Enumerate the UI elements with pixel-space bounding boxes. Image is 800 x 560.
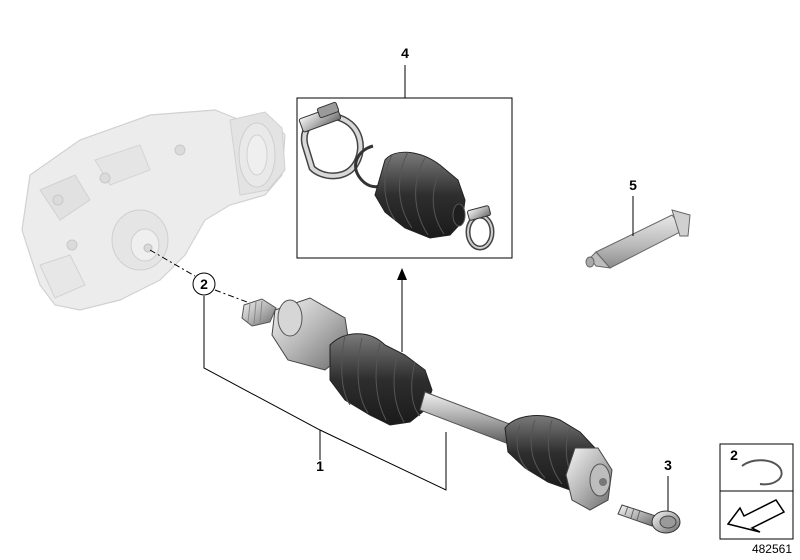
kit-arrow bbox=[397, 268, 407, 352]
label-part-1: 1 bbox=[316, 458, 324, 474]
label-part-5: 5 bbox=[629, 177, 637, 193]
label-part-4: 4 bbox=[401, 45, 409, 61]
boot bbox=[374, 151, 466, 239]
centerline-dashed bbox=[214, 289, 256, 306]
catalog-number: 482561 bbox=[752, 542, 792, 556]
callout-2[interactable]: 2 bbox=[192, 272, 216, 296]
small-hose-clamp bbox=[465, 205, 495, 251]
label-part-3: 3 bbox=[664, 457, 672, 473]
grease-tube bbox=[585, 196, 691, 269]
callout-2-label: 2 bbox=[200, 276, 208, 292]
collar-bolt bbox=[617, 476, 681, 534]
differential-housing bbox=[21, 109, 286, 311]
pointer-arrow-icon bbox=[726, 499, 786, 533]
circlip bbox=[354, 144, 381, 189]
circlip-icon bbox=[741, 459, 783, 486]
large-hose-clamp bbox=[298, 101, 364, 180]
legend-label-2: 2 bbox=[730, 447, 738, 463]
centerline-dashed bbox=[149, 249, 196, 277]
legend-box: 2 bbox=[719, 443, 794, 540]
drive-shaft bbox=[241, 297, 613, 511]
bracket-1 bbox=[203, 296, 447, 491]
